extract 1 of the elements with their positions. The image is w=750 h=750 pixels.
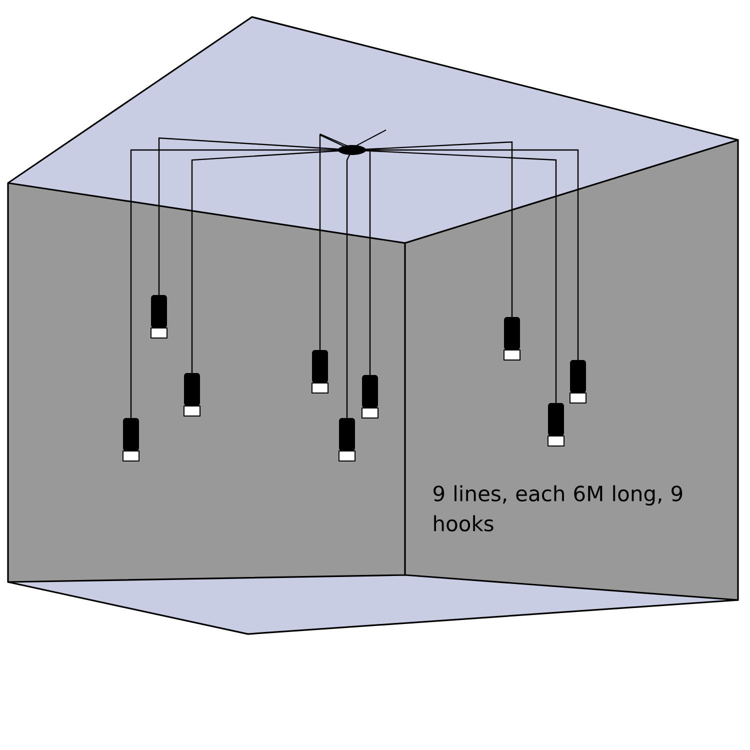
note-text: 9 lines, each 6M long, 9 hooks: [434, 485, 682, 532]
